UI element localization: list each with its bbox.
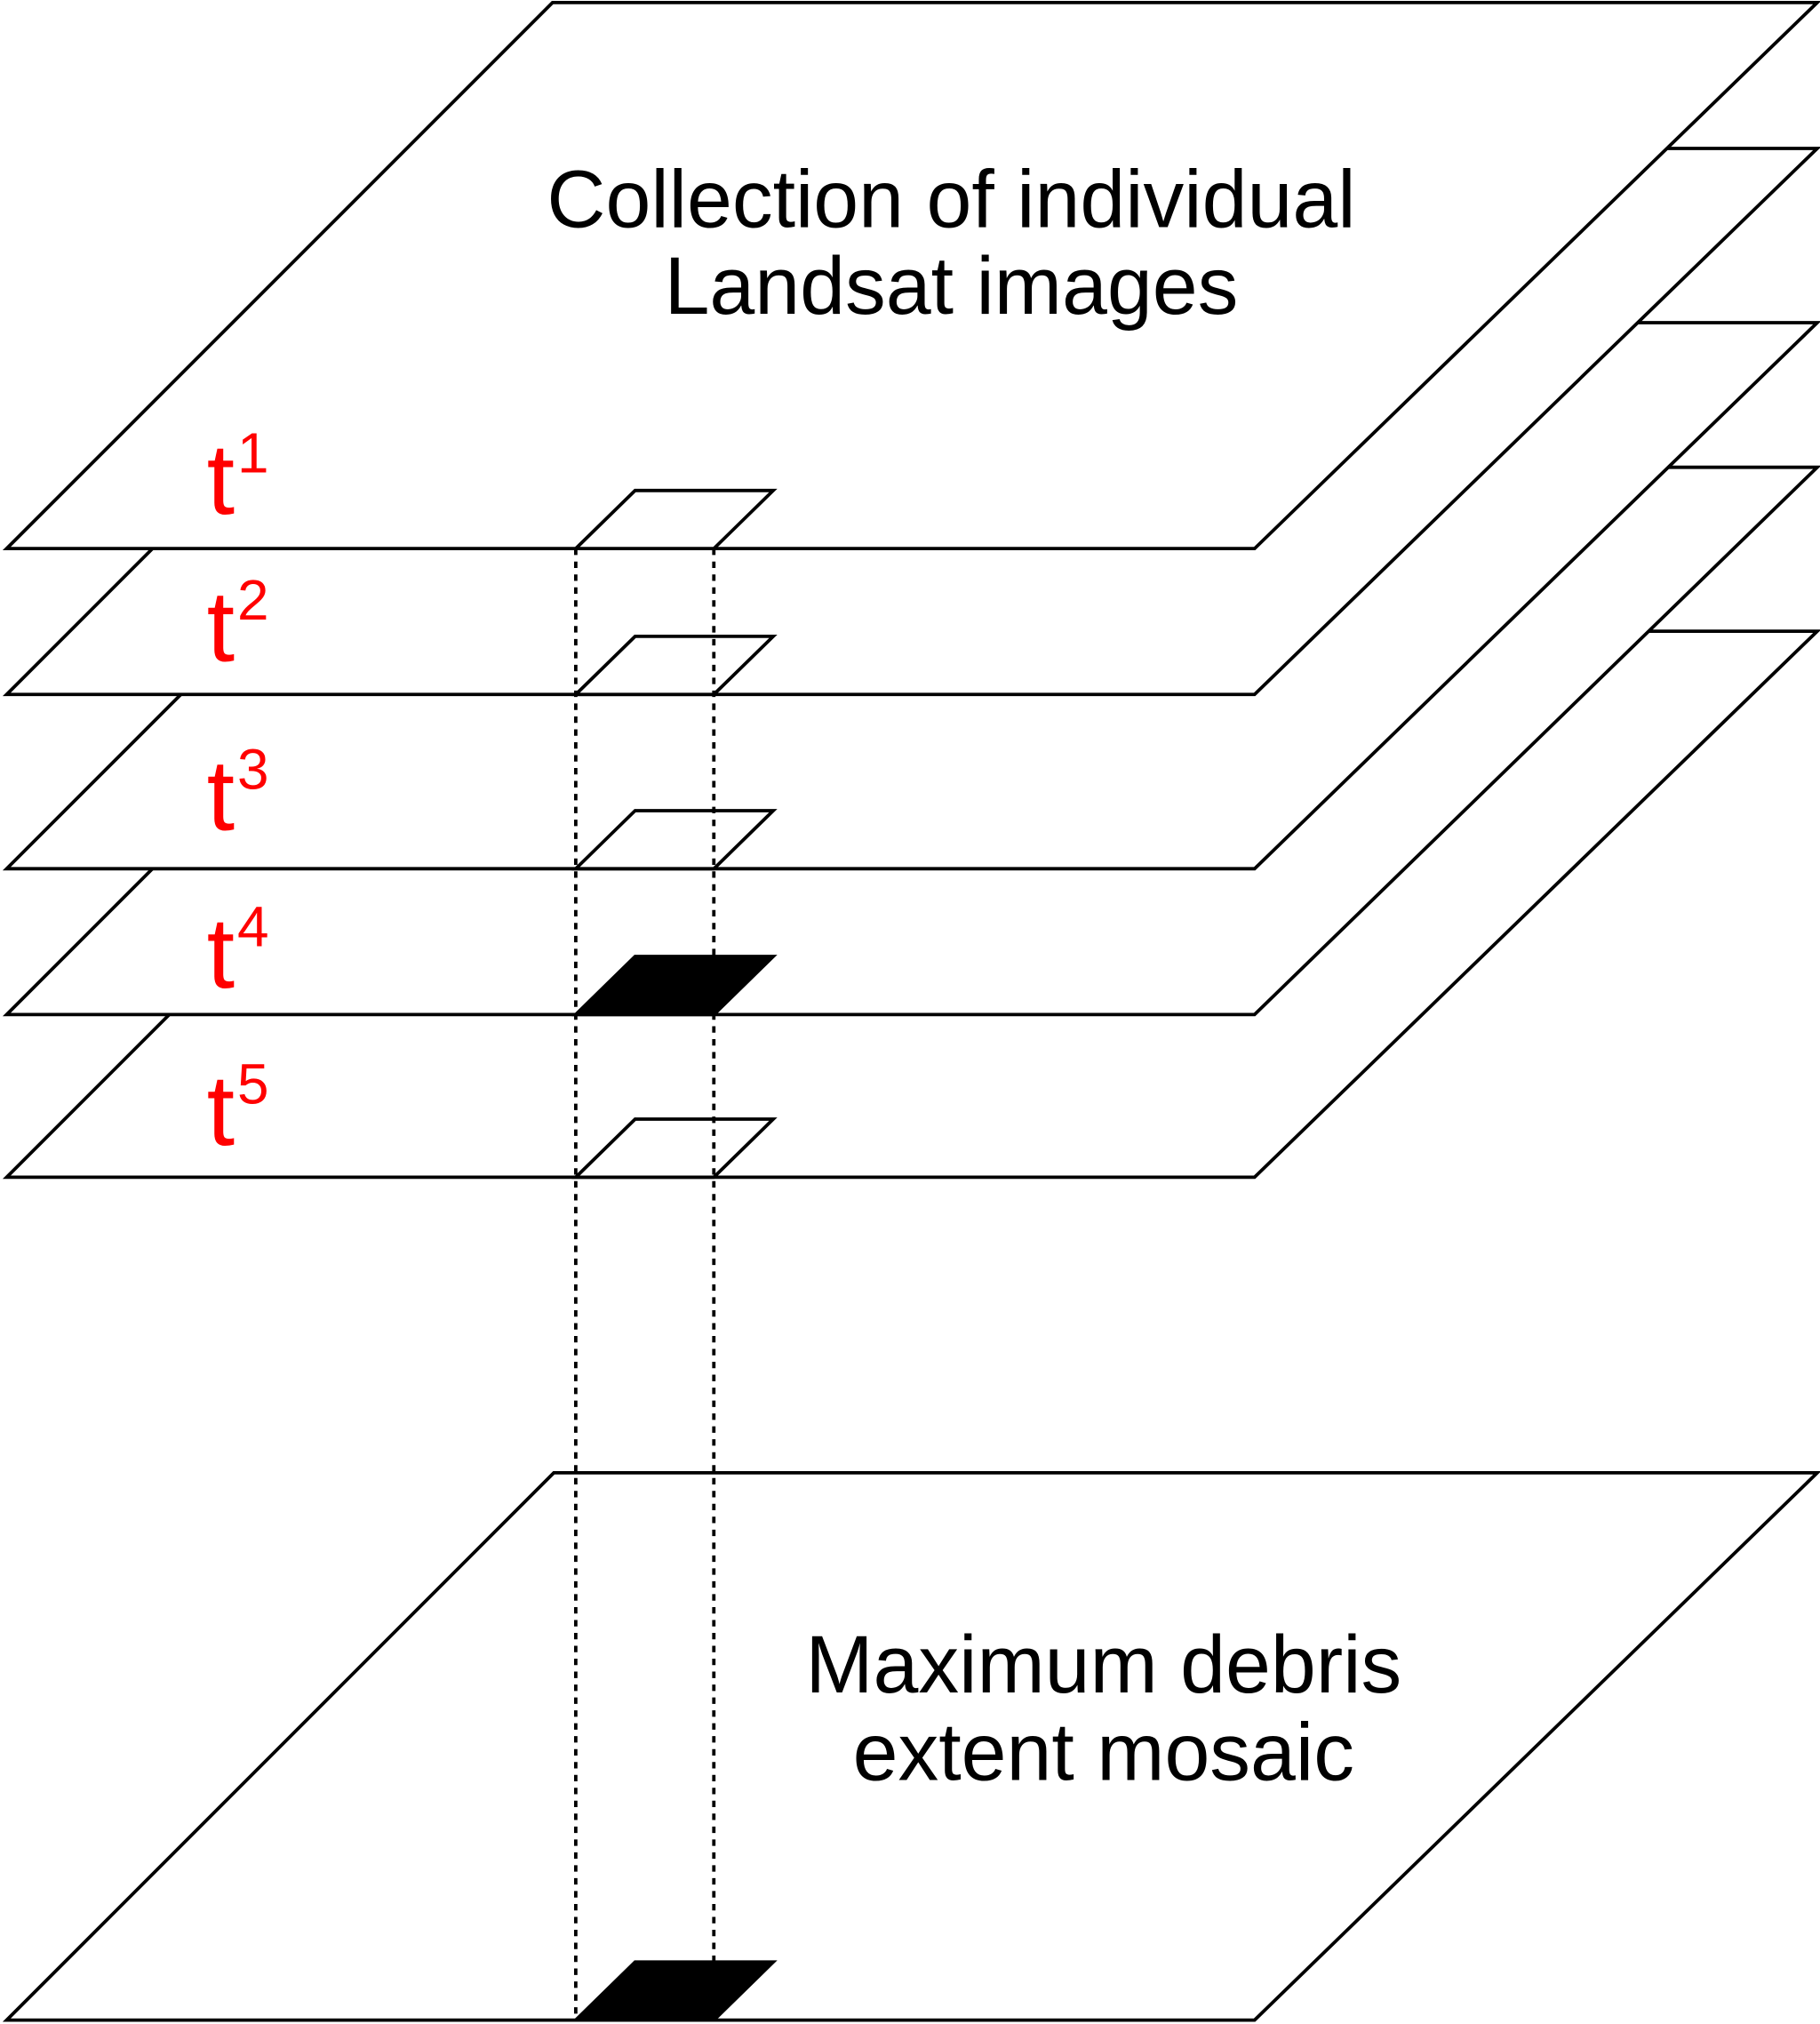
layer-pixel-1 xyxy=(571,488,778,551)
layer-label-base: t xyxy=(207,1054,235,1167)
layer-pixel-5 xyxy=(571,1117,778,1180)
layer-label-sup: 3 xyxy=(237,737,269,801)
bottom-title-line2: extent mosaic xyxy=(853,1708,1354,1798)
layer-label-sup: 1 xyxy=(237,420,269,484)
layer-label-3: t3 xyxy=(207,737,269,852)
mosaic-plane xyxy=(2,1471,1820,2022)
layer-label-base: t xyxy=(207,897,235,1010)
layer-label-1: t1 xyxy=(207,420,269,535)
top-title-line1: Collection of individual xyxy=(547,155,1355,245)
layer-label-base: t xyxy=(207,740,235,852)
layer-label-sup: 4 xyxy=(237,894,269,958)
layer-pixel-4 xyxy=(571,955,778,1017)
layer-label-5: t5 xyxy=(207,1052,269,1167)
bottom-title-line1: Maximum debris xyxy=(805,1620,1401,1710)
layer-pixel-2 xyxy=(571,635,778,697)
top-title-line2: Landsat images xyxy=(665,241,1239,332)
layer-plane-1 xyxy=(2,1,1820,551)
layer-pixel-3 xyxy=(571,809,778,871)
mosaic-selected-pixel xyxy=(571,1960,778,2022)
layer-label-sup: 5 xyxy=(237,1052,269,1116)
layer-label-2: t2 xyxy=(207,568,269,683)
layer-label-base: t xyxy=(207,571,235,684)
layer-label-4: t4 xyxy=(207,894,269,1009)
layer-label-sup: 2 xyxy=(237,568,269,632)
layer-label-base: t xyxy=(207,423,235,536)
